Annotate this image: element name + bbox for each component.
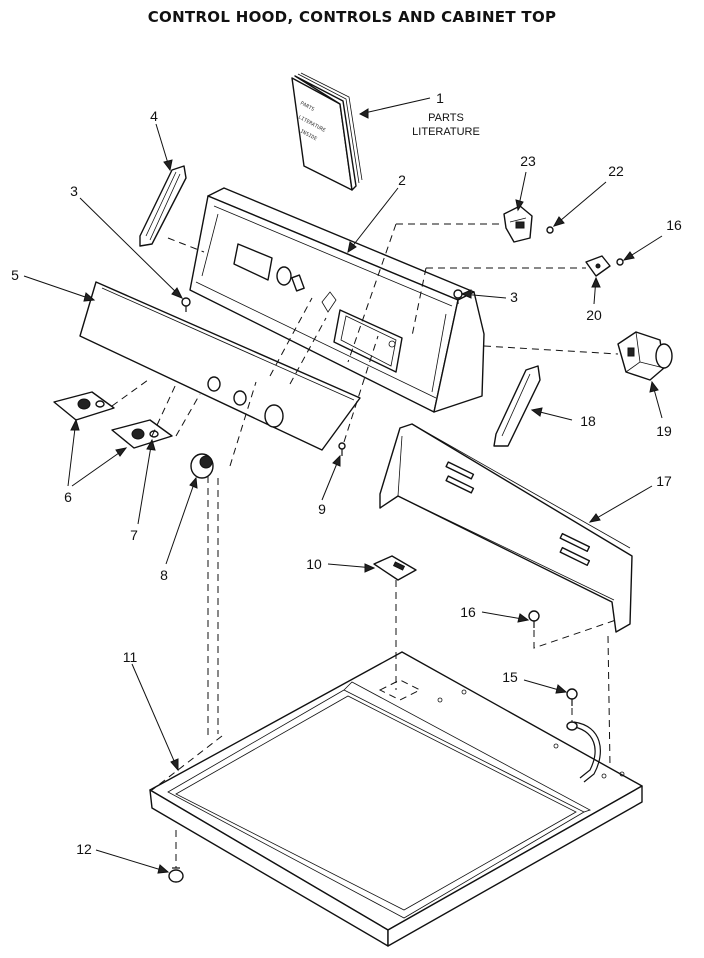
- part-15-screw: [566, 688, 578, 706]
- part-8-timer-knob: [190, 453, 214, 479]
- part-22-nut: [546, 226, 554, 234]
- part-16-screw-lower: [528, 610, 540, 628]
- callout-15-number: 15: [502, 669, 518, 685]
- part-10-clip: [373, 555, 417, 581]
- callout-5-number: 5: [11, 267, 19, 283]
- part-11-cabinet-top: [149, 651, 643, 947]
- part-6-knob-lower: [111, 419, 173, 449]
- callout-4-number: 4: [150, 108, 158, 124]
- callout-18-number: 18: [580, 413, 596, 429]
- part-2-control-hood: [189, 187, 485, 413]
- part-18-right-end-cap: [493, 365, 541, 447]
- part-3-screw-left: [181, 297, 191, 312]
- part-1-parts-literature: PARTS LITERATURE INSIDE: [291, 72, 363, 191]
- part-9-screw: [338, 442, 346, 456]
- part-16-screw-upper: [616, 258, 624, 266]
- callout-19-number: 19: [656, 423, 672, 439]
- part-12-screw: [168, 867, 184, 883]
- callout-1-caption-line-2: LITERATURE: [412, 126, 480, 138]
- callouts: 1 PARTS LITERATURE 2 3 3 4 5 6 7: [11, 90, 682, 874]
- part-19-timer-assembly: [617, 331, 673, 381]
- callout-1-number: 1: [436, 90, 444, 106]
- callout-9-number: 9: [318, 501, 326, 517]
- diagram-title: CONTROL HOOD, CONTROLS AND CABINET TOP: [148, 8, 557, 26]
- part-4-left-end-cap: [139, 165, 187, 247]
- part-17-rear-panel: [379, 423, 633, 633]
- alignment-lines: [111, 223, 619, 868]
- callout-2-number: 2: [398, 172, 406, 188]
- part-6-knob-upper: [53, 391, 115, 421]
- callout-12-number: 12: [76, 841, 92, 857]
- part-20-bracket: [585, 255, 611, 277]
- callout-16b-number: 16: [460, 604, 476, 620]
- callout-1-caption-line-1: PARTS: [428, 112, 464, 124]
- callout-20-number: 20: [586, 307, 602, 323]
- callout-7-number: 7: [130, 527, 138, 543]
- callout-11-number: 11: [123, 649, 138, 665]
- wire-harness: [566, 721, 601, 783]
- callout-22-number: 22: [608, 163, 624, 179]
- callout-17-number: 17: [656, 473, 672, 489]
- callout-23-number: 23: [520, 153, 536, 169]
- callout-8-number: 8: [160, 567, 168, 583]
- callout-16a-number: 16: [666, 217, 682, 233]
- callout-10-number: 10: [306, 556, 322, 572]
- callout-3b-number: 3: [510, 289, 518, 305]
- callout-6-number: 6: [64, 489, 72, 505]
- part-5-control-panel: [79, 281, 361, 451]
- callout-3a-number: 3: [70, 183, 78, 199]
- part-23-switch: [503, 205, 533, 243]
